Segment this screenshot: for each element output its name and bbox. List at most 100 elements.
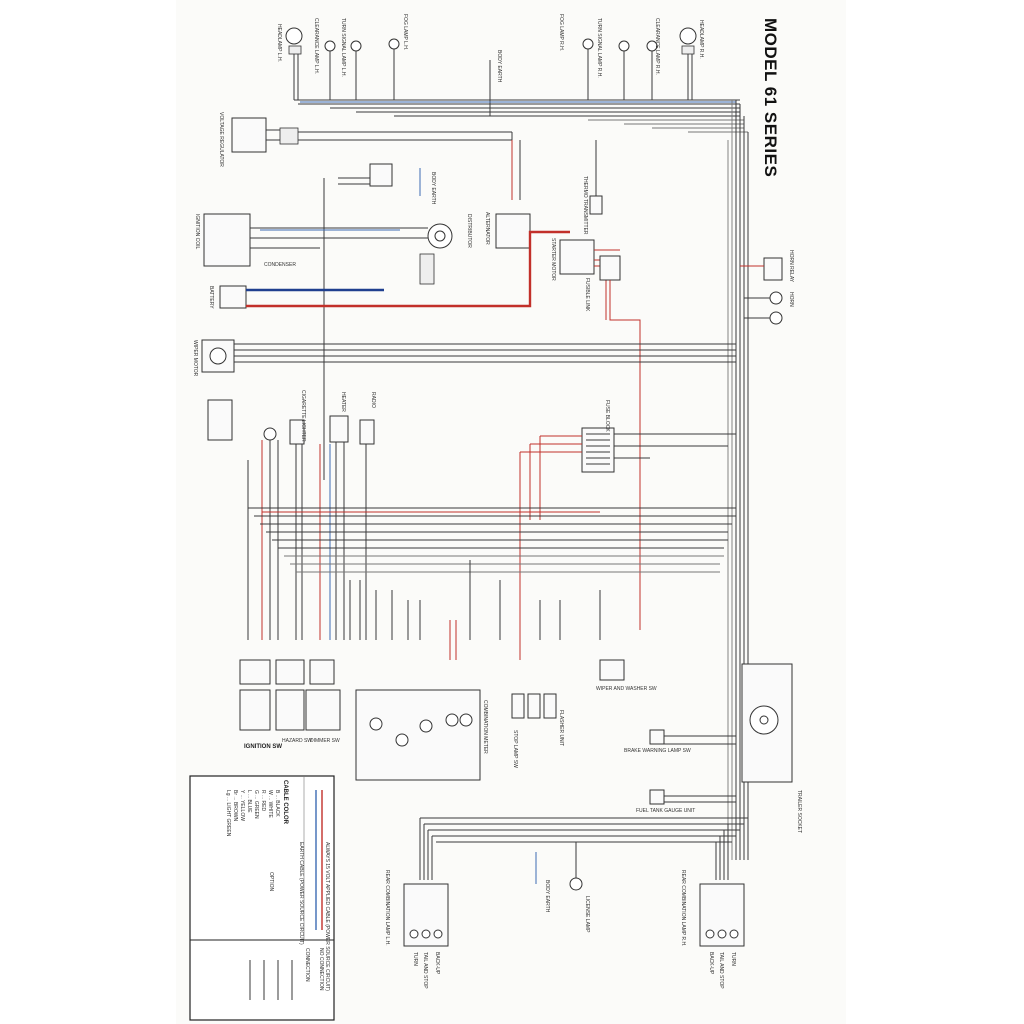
legend-always-cable: ALWAYS 15 VOLT APPLIED CABLE (POWER SOUR… [324, 842, 330, 991]
starter-motor-label: STARTER MOTOR [550, 238, 556, 281]
turn-signal-lamp-rh-label: TURN SIGNAL LAMP R.H. [596, 18, 602, 78]
wiper-motor-label: WIPER MOTOR [192, 340, 198, 377]
horn-label: HORN [788, 292, 794, 307]
accessory-row: CIGARETTE LIGHTER HEATER RADIO [207, 390, 376, 640]
turn-rh-label: TURN [730, 952, 736, 966]
legend-color-6: Y ... YELLOW [239, 790, 245, 821]
rear-combination-lamp-rh-label: REAR COMBINATION LAMP R.H. [680, 870, 686, 947]
legend-option: OPTION [268, 872, 274, 892]
condenser-box [323, 163, 393, 480]
legend-no-connection: NO CONNECTION [318, 948, 324, 991]
legend-color-2: W ... WHITE [267, 790, 273, 818]
legend-color-5: L ... BLUE [246, 790, 252, 813]
horn: HORN [744, 291, 794, 325]
clearance-lamp-rh-label: CLEARANCE LAMP R.H. [654, 18, 660, 75]
horn-relay: HORN RELAY [740, 250, 794, 283]
legend-color-4: G ... GREEN [253, 790, 259, 819]
legend-box: ALWAYS 15 VOLT APPLIED CABLE (POWER SOUR… [189, 775, 335, 1021]
thermo-transmitter-label: THERMO TRANSMITTER [582, 176, 588, 235]
alternator-label: ALTERNATOR [484, 212, 490, 245]
alternator: ALTERNATOR [484, 212, 531, 249]
fuse-block: FUSE BLOCK [519, 400, 736, 640]
ignition-wiring [250, 227, 428, 249]
body-earth-top: BODY EARTH [489, 50, 502, 100]
body-harness [248, 507, 736, 660]
turn-signal-lamp-lh: TURN SIGNAL LAMP L.H. [340, 18, 362, 77]
turn-signal-lamp-lh-label: TURN SIGNAL LAMP L.H. [340, 18, 346, 77]
rear-combination-lamp-rh: REAR COMBINATION LAMP R.H. BACK-UP TAIL … [680, 870, 745, 989]
wiper-motor: WIPER MOTOR [192, 339, 736, 377]
fog-lamp-rh-label: FOG LAMP R.H. [558, 14, 564, 51]
distributor-label: DISTRIBUTOR [466, 214, 472, 248]
horn-relay-label: HORN RELAY [788, 250, 794, 283]
legend-color-1: B ... BLACK [274, 790, 280, 817]
radio-label: RADIO [370, 392, 376, 408]
thermo-transmitter: THERMO TRANSMITTER [582, 140, 603, 235]
rear-combination-lamp-lh: REAR COMBINATION LAMP L.H. TURN TAIL AND… [384, 870, 449, 989]
legend-color-8: Lg ... LIGHT GREEN [225, 790, 231, 837]
clearance-lamp-lh: CLEARANCE LAMP L.H. [313, 18, 336, 74]
turn-lh-label: TURN [412, 952, 418, 966]
body-earth-mid: BODY EARTH [419, 168, 436, 205]
voltage-regulator: VOLTAGE REGULATOR [218, 112, 521, 200]
headlamp-rh-label: HEADLAMP R.H. [698, 20, 704, 59]
headlamp-lh-label: HEADLAMP L.H. [276, 24, 282, 62]
trailer-socket-label: TRAILER SOCKET [796, 790, 802, 833]
body-earth-rear: BODY EARTH [535, 852, 550, 913]
rear-senders: BRAKE WARNING LAMP SW FUEL TANK GAUGE UN… [624, 729, 736, 814]
legend-earth-cable: EARTH CABLE (POWER SOURCE CIRCUIT) [298, 842, 304, 945]
brake-warning-lamp-sw-label: BRAKE WARNING LAMP SW [624, 748, 691, 754]
tail-stop-lh-label: TAIL AND STOP [422, 952, 428, 989]
stop-lamp-sw-label: STOP LAMP SW [512, 730, 518, 768]
rear-combination-lamp-lh-label: REAR COMBINATION LAMP L.H. [384, 870, 390, 946]
body-earth-top-label: BODY EARTH [496, 50, 502, 83]
headlamp-rh: HEADLAMP R.H. [679, 20, 704, 59]
combination-meter-label: COMBINATION METER [482, 700, 488, 754]
fusible-link-label: FUSIBLE LINK [584, 278, 590, 312]
ignition-coil-label: IGNITION COIL [194, 214, 200, 250]
switch-row: IGNITION SW HAZARD SW DIMMER SW [239, 659, 341, 750]
legend-color-3: R ... RED [260, 790, 266, 812]
fuse-block-label: FUSE BLOCK [604, 400, 610, 432]
tail-stop-rh-label: TAIL AND STOP [718, 952, 724, 989]
fog-lamp-lh: FOG LAMP L.H. [388, 14, 408, 50]
battery-label: BATTERY [208, 286, 214, 309]
fog-lamp-rh: FOG LAMP R.H. [558, 14, 594, 51]
fusible-link: FUSIBLE LINK [584, 255, 641, 630]
back-up-lh-label: BACK-UP [434, 952, 440, 975]
back-up-rh-label: BACK-UP [708, 952, 714, 975]
license-lamp: LICENSE LAMP [569, 842, 590, 933]
condenser-label: CONDENSER [264, 262, 296, 268]
battery: BATTERY [208, 230, 570, 309]
lamp-leads [293, 49, 693, 100]
starter-motor: STARTER MOTOR [550, 238, 620, 320]
distributor: DISTRIBUTOR [419, 214, 472, 285]
hazard-sw-label: HAZARD SW [282, 738, 312, 744]
legend-connection: CONNECTION [304, 948, 310, 982]
wiper-washer-sw-label: WIPER AND WASHER SW [596, 686, 657, 692]
clearance-lamp-rh: CLEARANCE LAMP R.H. [646, 18, 660, 75]
rear-harness [419, 817, 748, 880]
flasher-unit-label: FLASHER UNIT [558, 710, 564, 746]
legend-color-title: CABLE COLOR [282, 780, 288, 825]
condenser: CONDENSER [264, 262, 296, 268]
combination-meter: COMBINATION METER [355, 689, 488, 781]
cigarette-lighter-label: CIGARETTE LIGHTER [300, 390, 306, 442]
trailer-socket: TRAILER SOCKET [741, 663, 802, 833]
voltage-regulator-label: VOLTAGE REGULATOR [218, 112, 224, 167]
fuel-tank-gauge-label: FUEL TANK GAUGE UNIT [636, 808, 695, 814]
ignition-sw-label: IGNITION SW [244, 744, 282, 750]
stop-flasher-wiper: STOP LAMP SW FLASHER UNIT WIPER AND WASH… [511, 659, 657, 768]
front-harness [294, 99, 749, 860]
ignition-coil: IGNITION COIL [194, 213, 251, 267]
fog-lamp-lh-label: FOG LAMP L.H. [402, 14, 408, 50]
dimmer-sw-label: DIMMER SW [310, 738, 340, 744]
legend-color-7: Br ... BROWN [232, 790, 238, 822]
body-earth-rear-label: BODY EARTH [544, 880, 550, 913]
clearance-lamp-lh-label: CLEARANCE LAMP L.H. [313, 18, 319, 74]
body-earth-mid-label: BODY EARTH [430, 172, 436, 205]
license-lamp-label: LICENSE LAMP [584, 896, 590, 933]
headlamp-lh: HEADLAMP L.H. [276, 24, 303, 62]
heater-label: HEATER [340, 392, 346, 412]
